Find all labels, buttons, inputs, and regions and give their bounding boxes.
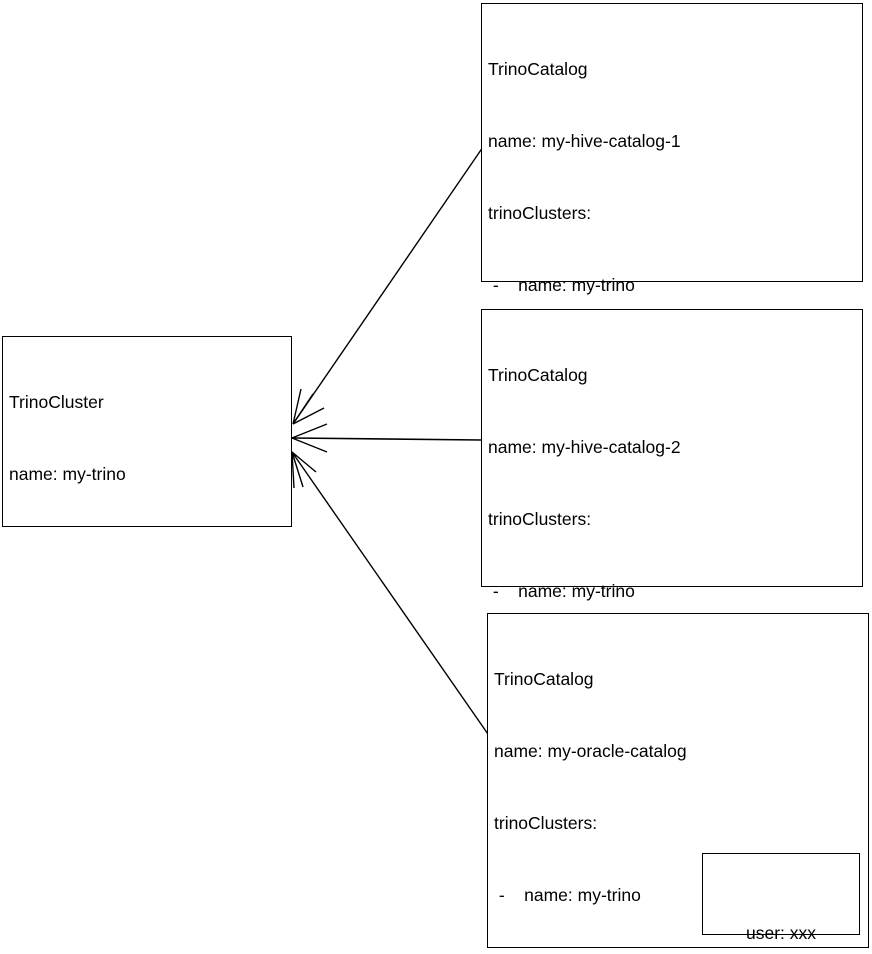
- node-line: name: my-trino: [9, 464, 126, 484]
- node-oracle-credentials-secret-text: user: xxx password: xxx: [703, 867, 859, 954]
- node-line: TrinoCatalog: [488, 59, 588, 79]
- node-line: name: my-oracle-catalog: [494, 741, 687, 761]
- node-line: - name: my-trino: [488, 275, 635, 295]
- node-line: - name: my-trino: [494, 885, 641, 905]
- node-trino-catalog-hive-1[interactable]: TrinoCatalog name: my-hive-catalog-1 tri…: [481, 3, 863, 655]
- node-trino-cluster-text: TrinoCluster name: my-trino: [9, 342, 287, 534]
- node-trino-catalog-hive-2[interactable]: TrinoCatalog name: my-hive-catalog-2 tri…: [481, 309, 863, 889]
- node-line: TrinoCatalog: [494, 669, 594, 689]
- node-line: TrinoCatalog: [488, 365, 588, 385]
- node-line: - name: my-trino: [488, 581, 635, 601]
- node-line: trinoClusters:: [488, 203, 592, 223]
- node-trino-catalog-oracle-text: TrinoCatalog name: my-oracle-catalog tri…: [494, 619, 864, 954]
- node-line: trinoClusters:: [494, 813, 598, 833]
- node-line: name: my-hive-catalog-2: [488, 437, 681, 457]
- node-oracle-credentials-secret[interactable]: user: xxx password: xxx: [702, 853, 860, 943]
- node-line: trinoClusters:: [488, 509, 592, 529]
- node-line: user: xxx: [745, 923, 817, 943]
- edge-hive-2-to-cluster: [291, 423, 482, 453]
- node-line: name: my-hive-catalog-1: [488, 131, 681, 151]
- node-trino-catalog-oracle[interactable]: TrinoCatalog name: my-oracle-catalog tri…: [487, 613, 869, 948]
- node-trino-cluster[interactable]: TrinoCluster name: my-trino: [2, 336, 292, 527]
- edge-hive-1-to-cluster: [292, 146, 484, 425]
- node-line: TrinoCluster: [9, 392, 104, 412]
- edge-oracle-to-cluster: [291, 451, 491, 738]
